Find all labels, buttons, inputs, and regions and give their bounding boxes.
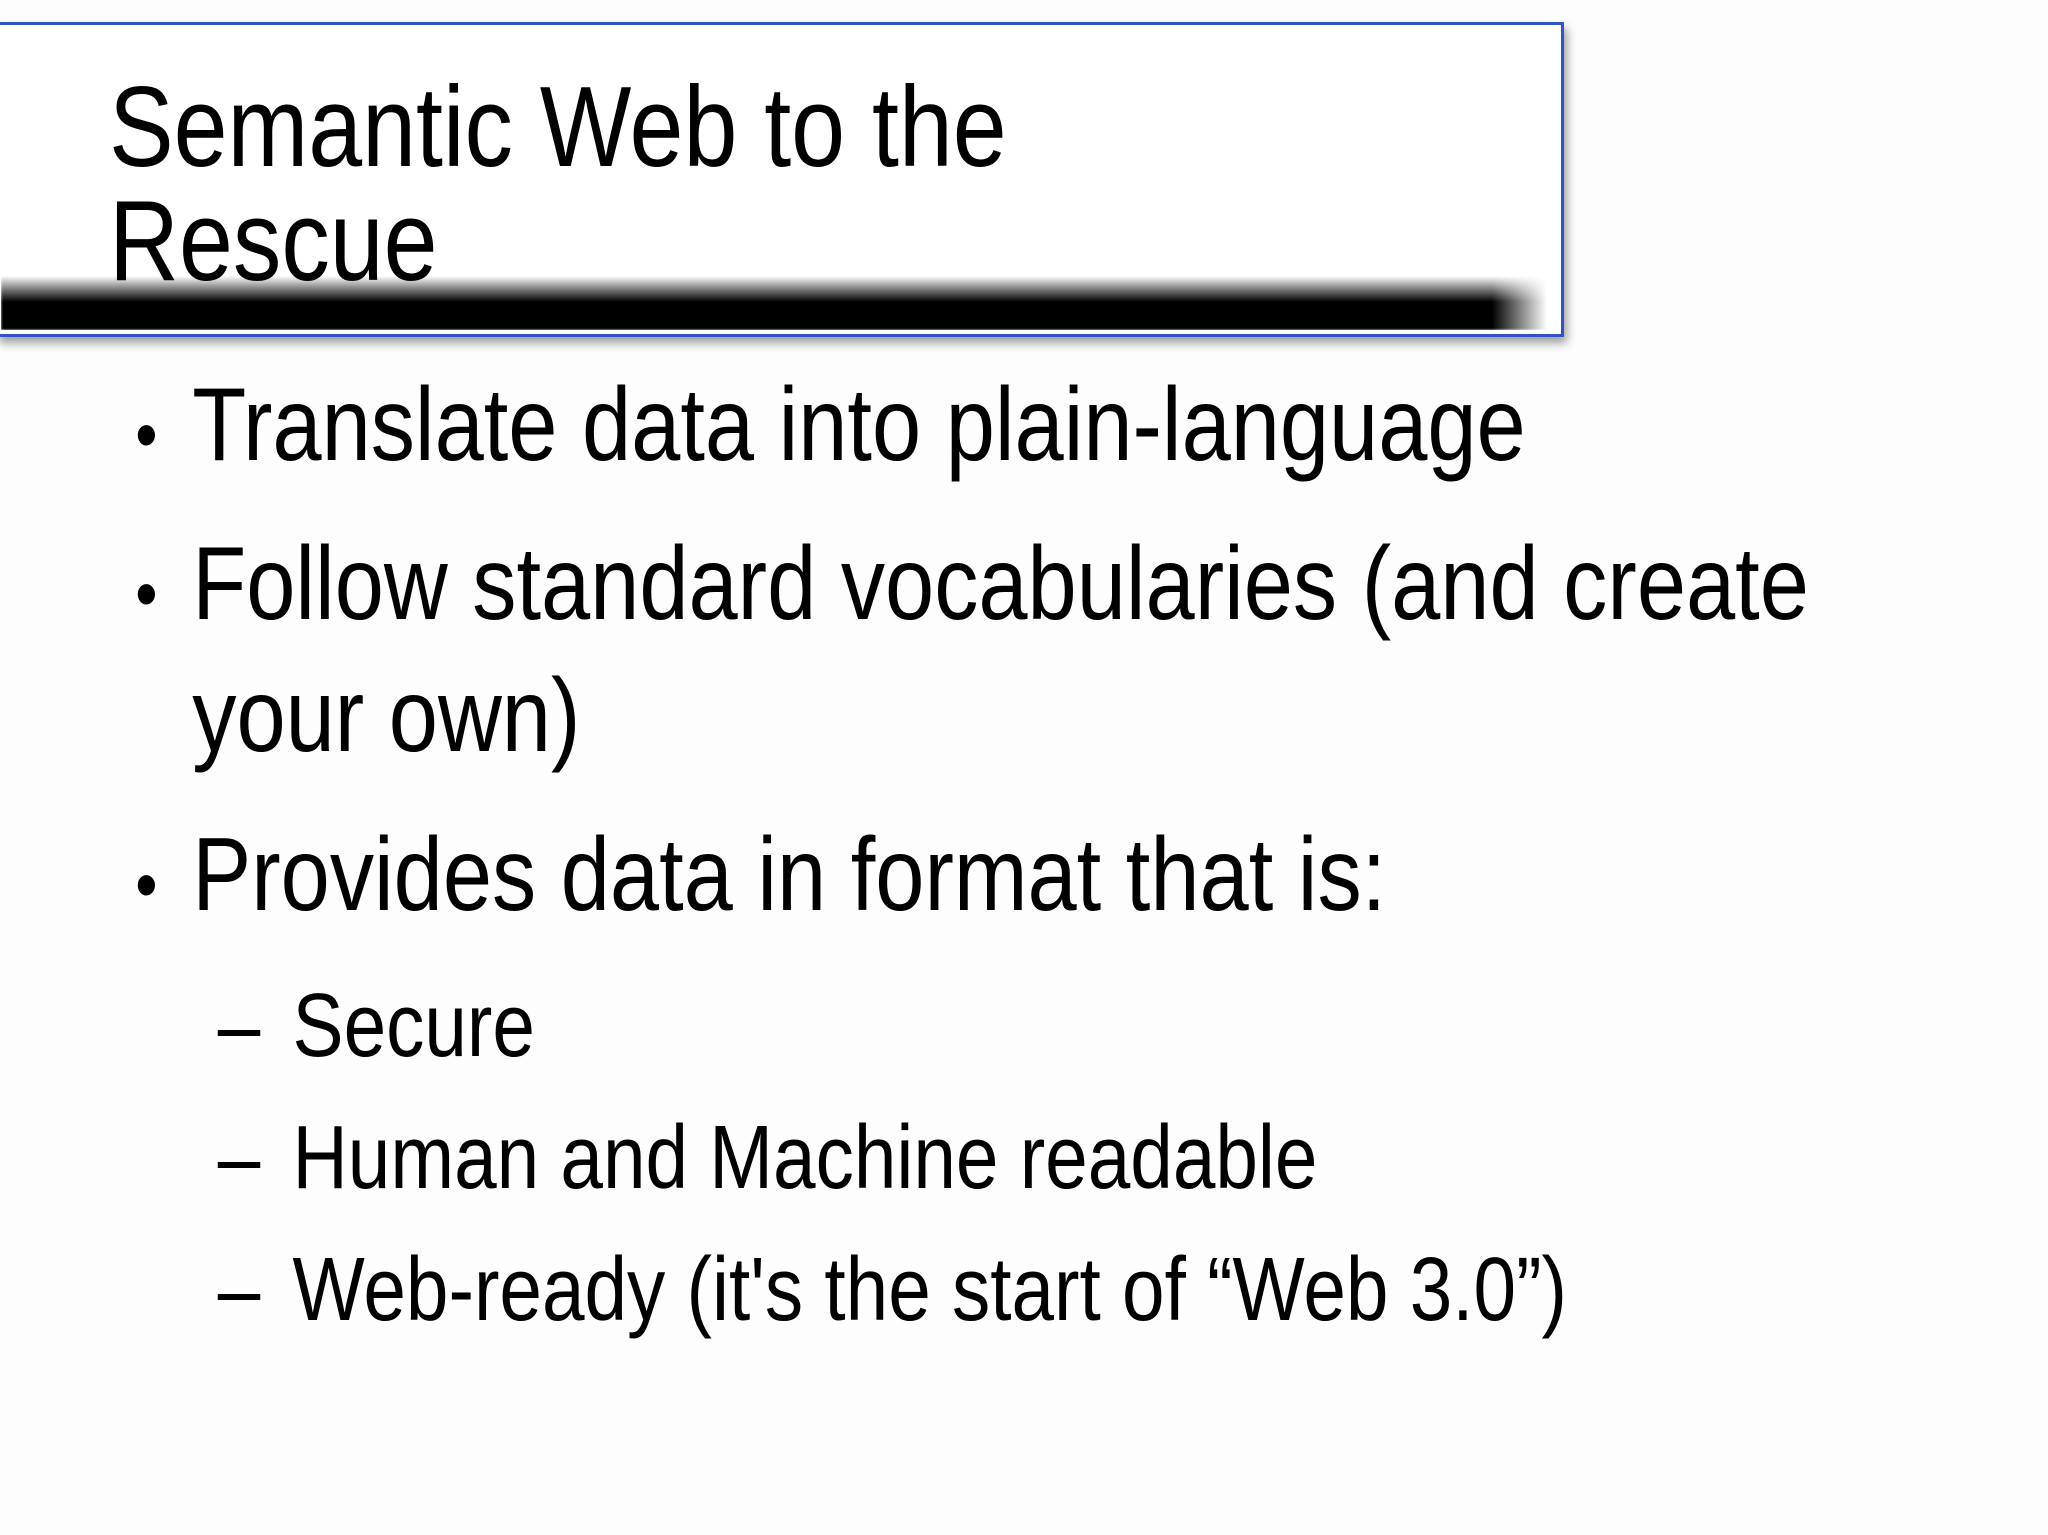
sub-bullet-item: – Web-ready (it's the start of “Web 3.0”… (218, 1232, 1881, 1349)
dash-marker: – (217, 975, 261, 1076)
bullet-dot-marker: • (135, 392, 158, 476)
slide-body: • Translate data into plain-language • F… (120, 360, 1881, 1349)
sub-bullet-text: Web-ready (it's the start of “Web 3.0”) (292, 1239, 1568, 1340)
sub-bullet-text-wrap: Web-ready (it's the start of “Web 3.0”) (293, 1232, 1882, 1349)
sub-bullet-text: Human and Machine readable (292, 1107, 1318, 1208)
title-underline-bar (1, 276, 1547, 330)
bullet-text-wrap: Translate data into plain-language (192, 360, 1881, 492)
sub-bullet-item: – Human and Machine readable (218, 1100, 1881, 1217)
dash-marker: – (217, 1239, 261, 1340)
dash-marker: – (217, 1107, 261, 1208)
sub-bullet-text-wrap: Human and Machine readable (293, 1100, 1882, 1217)
bullet-dot-marker: • (135, 550, 158, 635)
title-box: Semantic Web to the Rescue (0, 22, 1564, 337)
bullet-item: • Provides data in format that is: – Sec… (120, 810, 1881, 1349)
sub-bullet-item: – Secure (218, 968, 1881, 1085)
bullet-item: • Translate data into plain-language (120, 360, 1881, 492)
bullet-item: • Follow standard vocabularies (and crea… (120, 519, 1881, 783)
bullet-text-wrap: Follow standard vocabularies (and create… (192, 519, 1881, 783)
bullet-text: Translate data into plain-language (192, 367, 1526, 483)
title-text-wrap: Semantic Web to the Rescue (0, 25, 1561, 334)
bullet-list: • Translate data into plain-language • F… (120, 360, 1881, 1349)
bullet-dot-marker: • (135, 841, 158, 926)
bullet-text: Follow standard vocabularies (and create… (192, 525, 1809, 774)
slide-title: Semantic Web to the Rescue (109, 64, 1007, 305)
sub-bullet-list: – Secure – Human and Machine readable (192, 968, 1881, 1349)
bullet-text-wrap: Provides data in format that is: – Secur… (192, 810, 1881, 1349)
bullet-text: Provides data in format that is: (192, 816, 1387, 933)
sub-bullet-text: Secure (292, 975, 535, 1076)
sub-bullet-text-wrap: Secure (293, 968, 1882, 1085)
